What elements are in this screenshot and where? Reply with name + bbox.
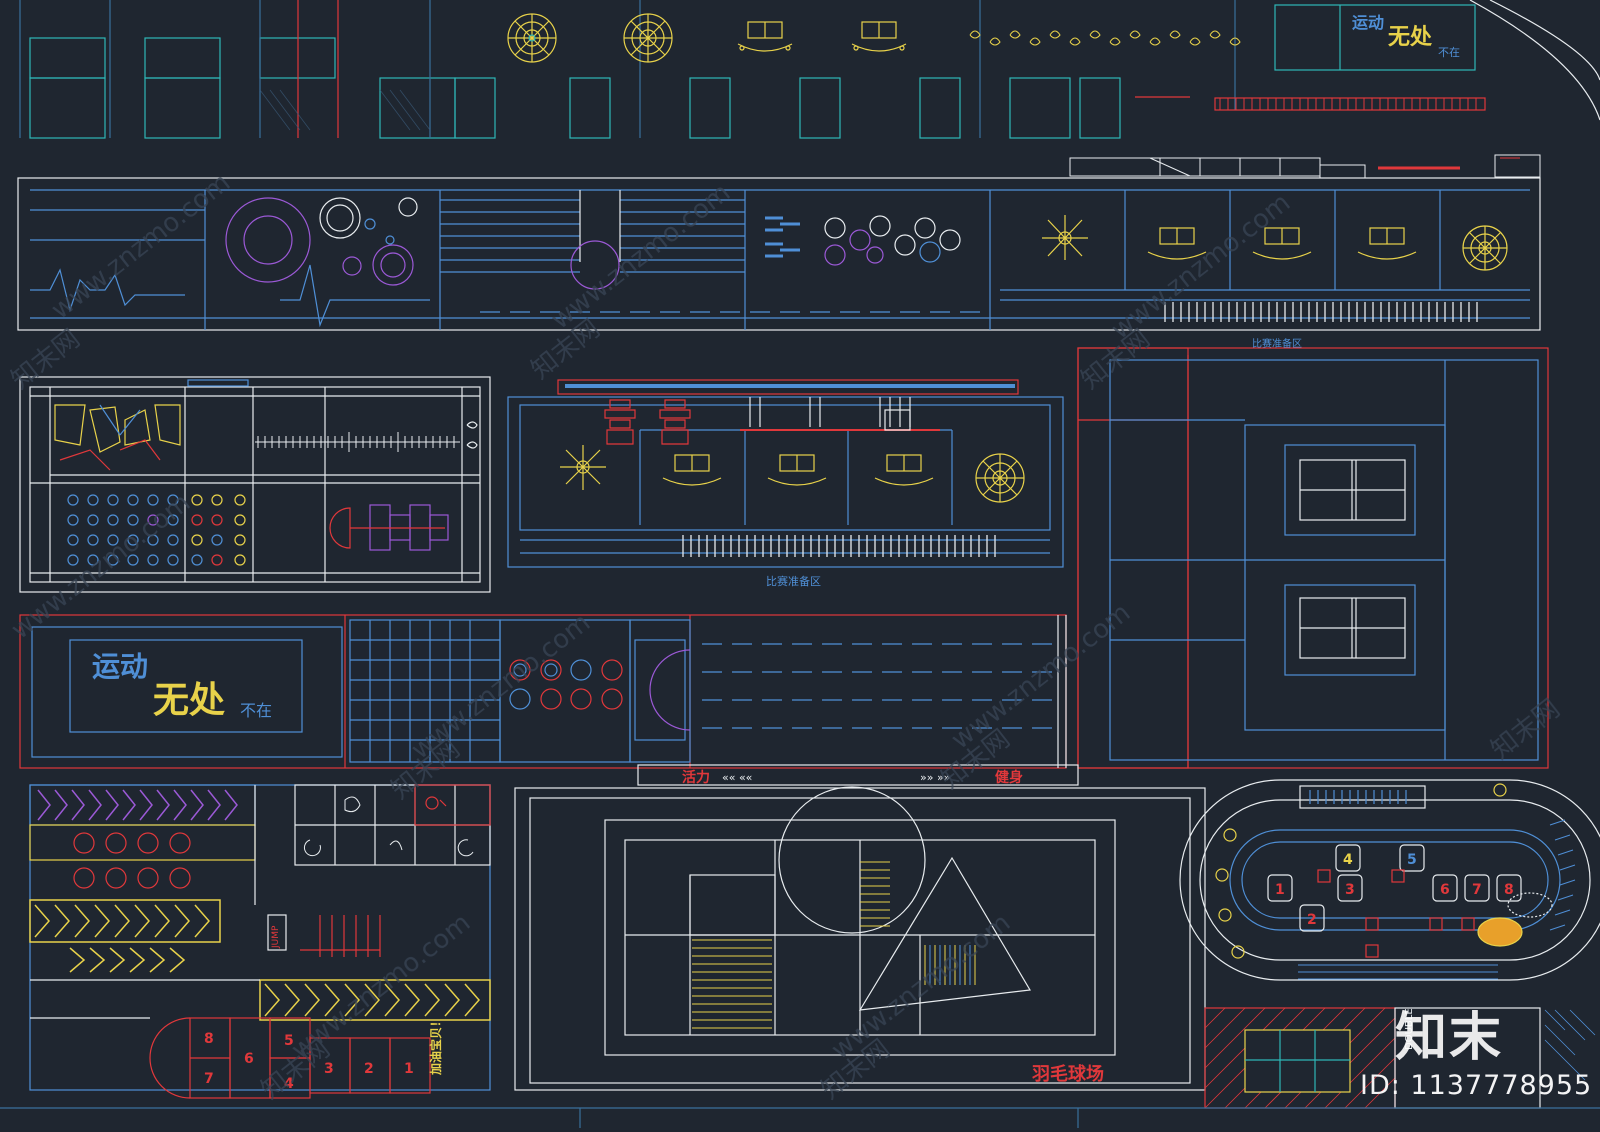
top-strip: 运动 无处 不在 <box>19 0 1600 179</box>
banner-left: 活力 <box>682 769 710 786</box>
svg-text:1: 1 <box>1275 882 1285 898</box>
banner-chevrons-right: »» »» <box>920 771 950 784</box>
svg-text:www.znzmo.com: www.znzmo.com <box>946 598 1136 756</box>
web-icon <box>975 453 1025 503</box>
zone-label: 比赛准备区 <box>766 574 821 588</box>
bench-icon <box>767 454 827 486</box>
panel-mid-right: 比赛准备区 <box>1077 337 1549 769</box>
hop-label: 加油宝贝！ <box>428 1015 443 1076</box>
hopscotch <box>149 1017 431 1099</box>
double-label: DOUBLE <box>1404 1008 1415 1050</box>
bench-icon <box>737 21 793 52</box>
badminton-court: 活力 «« «« »» »» 健身 羽毛球场 <box>514 764 1206 1091</box>
bench-icon <box>851 21 907 52</box>
race-track: 1 2 3 4 5 6 7 8 <box>1179 779 1600 981</box>
svg-text:无处: 无处 <box>1388 24 1432 50</box>
banner-chevrons-left: «« «« <box>722 771 752 784</box>
svg-text:运动: 运动 <box>1352 13 1384 32</box>
id-watermark: ID: 1137778955 <box>1360 1070 1593 1101</box>
bench-icon <box>1357 227 1417 260</box>
panel-mid-center: 比赛准备区 <box>507 379 1064 588</box>
svg-text:www.znzmo.com: www.znzmo.com <box>406 608 596 766</box>
jump-label: JUMP <box>271 925 281 949</box>
svg-text:3: 3 <box>324 1061 334 1077</box>
svg-text:8: 8 <box>204 1031 214 1047</box>
svg-text:7: 7 <box>204 1071 214 1087</box>
panel-mid-left <box>19 376 491 593</box>
track-numbers: 1 2 3 4 5 6 7 8 <box>1275 852 1514 928</box>
bench-icon <box>662 454 722 486</box>
svg-text:www.znzmo.com: www.znzmo.com <box>46 168 236 326</box>
svg-text:知末网: 知末网 <box>6 324 86 396</box>
svg-text:2: 2 <box>1307 912 1317 928</box>
firework-icon <box>560 445 606 490</box>
web-icon <box>507 13 557 63</box>
svg-text:www.znzmo.com: www.znzmo.com <box>826 908 1016 1066</box>
svg-text:5: 5 <box>284 1033 294 1049</box>
zone-label: 比赛准备区 <box>1252 337 1302 350</box>
svg-text:7: 7 <box>1472 882 1482 898</box>
svg-text:8: 8 <box>1504 882 1514 898</box>
footprint-row <box>969 30 1241 46</box>
hop-numbers: 1 2 3 4 5 6 7 8 <box>204 1031 414 1092</box>
panel-bottom-left: 1 2 3 4 5 6 7 8 加油宝贝！ JUMP <box>29 784 491 1099</box>
bench-icon <box>1252 227 1312 260</box>
web-icon <box>623 13 673 63</box>
svg-text:知末网: 知末网 <box>1486 694 1566 766</box>
svg-text:1: 1 <box>404 1061 414 1077</box>
firework-icon <box>1042 215 1088 260</box>
svg-text:5: 5 <box>1407 852 1417 868</box>
svg-text:6: 6 <box>1440 882 1450 898</box>
bench-icon <box>1147 227 1207 260</box>
panel-row4: 运动 无处 不在 <box>19 614 1067 769</box>
banner-right: 健身 <box>995 769 1023 786</box>
web-icon <box>1462 225 1508 271</box>
svg-text:4: 4 <box>1343 852 1353 868</box>
svg-text:6: 6 <box>244 1051 254 1067</box>
svg-text:不在: 不在 <box>240 701 272 720</box>
svg-text:2: 2 <box>364 1061 374 1077</box>
chair-icon <box>604 399 691 445</box>
svg-text:www.znzmo.com: www.znzmo.com <box>1106 188 1296 346</box>
svg-text:4: 4 <box>284 1076 294 1092</box>
slogan-left: 运动 无处 不在 <box>92 650 272 721</box>
svg-text:无处: 无处 <box>153 680 225 721</box>
bench-icon <box>874 454 934 486</box>
svg-text:运动: 运动 <box>92 650 148 683</box>
panel-row2 <box>17 177 1541 331</box>
svg-text:不在: 不在 <box>1438 46 1460 59</box>
brand-watermark: 知末 <box>1395 1008 1504 1068</box>
slogan-top: 运动 无处 不在 <box>1352 13 1460 59</box>
svg-text:3: 3 <box>1345 882 1355 898</box>
court-label: 羽毛球场 <box>1032 1063 1104 1085</box>
svg-text:www.znzmo.com: www.znzmo.com <box>6 488 196 646</box>
